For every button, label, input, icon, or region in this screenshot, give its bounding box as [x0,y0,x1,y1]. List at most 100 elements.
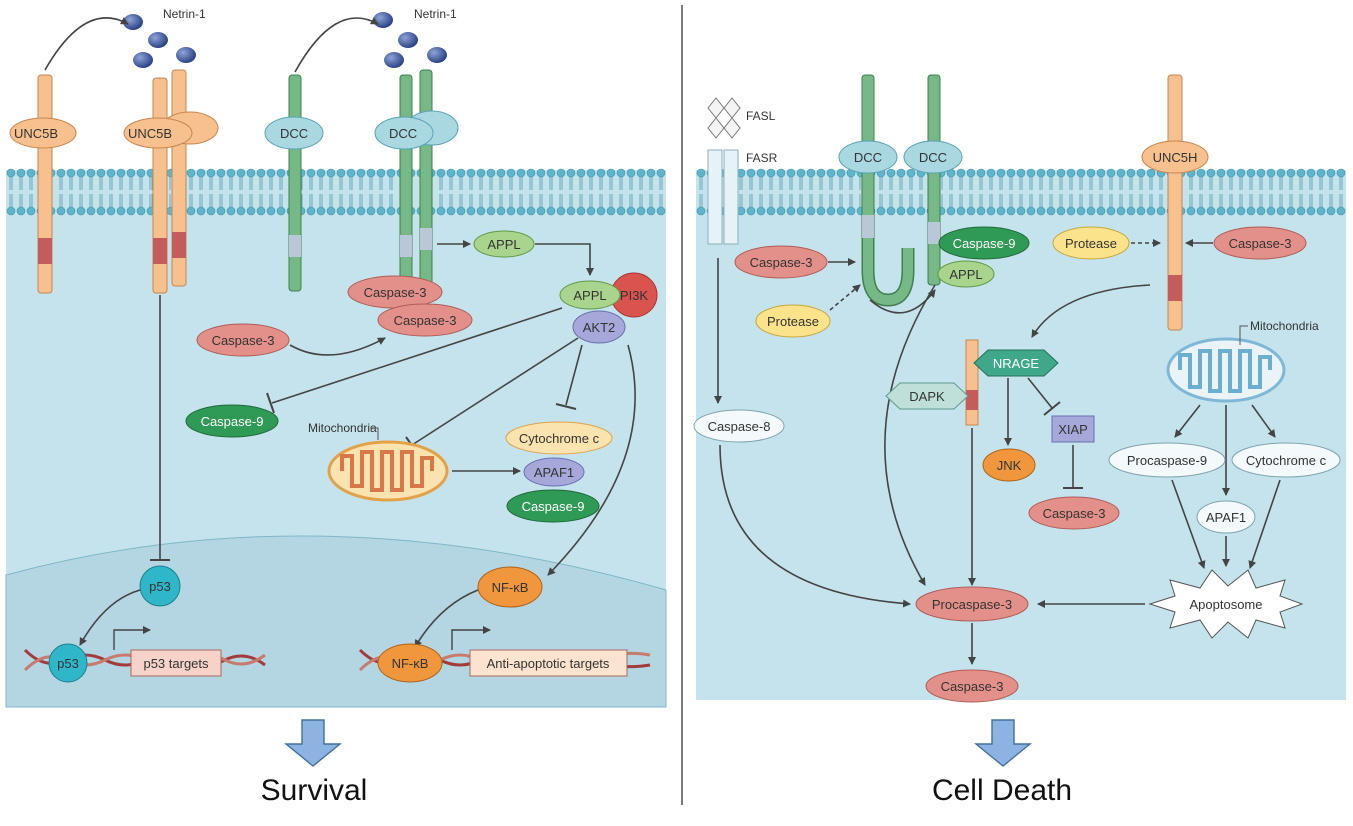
unc5h-to-nrage-arrow [1031,284,1151,338]
fasr-receptor [707,149,723,245]
protease-right [1052,226,1130,260]
p53-label: p53 [149,579,171,594]
mito-to-cytc-arrow [1251,404,1276,438]
caspase9-complex [506,489,600,523]
xiap-node [1051,415,1095,443]
cytochrome-c-label: Cytochrome c [519,431,600,446]
protease-left-label: Protease [767,314,819,329]
appl-top-label: APPL [487,237,520,252]
unc5b-label-a: UNC5B [14,126,58,141]
caspase9-free-label: Caspase-9 [201,414,264,429]
appl-right [937,260,995,288]
mitochondria-right-cristae [1178,349,1272,393]
unc5b-receptor-dimer [123,69,219,294]
fasr-label: FASR [746,151,778,165]
dapk-label: DAPK [909,389,945,404]
caspase3-right [1213,226,1307,260]
left-panel: Netrin-1 Netrin-1 UNC5B UNC5B DCC [5,7,667,708]
caspase3-free [196,323,290,357]
dcc-label-a: DCC [280,126,308,141]
netrin-label-2: Netrin-1 [414,7,457,21]
dcc-loop-arrow [869,289,936,314]
cytochrome-c-node [505,421,613,455]
pi3k-label: PI3K [620,288,649,303]
p53-targets-box [130,649,222,677]
right-membrane [696,168,1346,216]
caspase3-final-label: Caspase-3 [941,679,1004,694]
cytochrome-c-right-label: Cytochrome c [1246,453,1327,468]
akt2-to-nfkb-arrow [547,344,636,576]
caspase3-xiap [1028,496,1120,530]
apoptosome-node [1148,569,1304,639]
p53-transcription-arrow [113,626,151,650]
inhibit-bar-xiap [1043,401,1061,416]
caspase9-complex-label: Caspase-9 [522,499,585,514]
nfkb-dna-node [377,643,443,683]
appl-inhibits-caspase9 [271,307,563,404]
nfkb-to-dna-arrow [414,589,479,648]
dcc-hairpin-receptor [838,74,915,307]
procasp9-to-apoptosome [1171,479,1206,569]
procaspase3-node [915,586,1029,622]
antiapoptotic-box [469,649,628,677]
caspase3-right-left-label: Caspase-3 [750,255,813,270]
survival-caption: Survival [261,774,368,807]
caspase3-recruit-arrow [289,337,386,356]
nfkb-transcription-arrow [451,626,491,650]
appl-down-arrow [535,243,594,276]
akt2-inhibits-mito [411,337,579,446]
cell-death-down-arrow-icon [974,719,1032,767]
akt2-node [572,310,626,344]
mitochondria-right-label: Mitochondria [1250,319,1319,333]
apoptosome-label: Apoptosome [1190,597,1263,612]
caspase3-right-label: Caspase-3 [1229,236,1292,251]
inhibit-bar-caspase9 [266,392,275,414]
mitochondria-label: Mitochondria [308,421,377,435]
xiap-label: XIAP [1058,422,1088,437]
appl-node [559,280,621,310]
dcc-label-right-a: DCC [854,150,882,165]
cytc-to-apoptosome [1248,479,1281,569]
caspase3-bound-1-label: Caspase-3 [364,285,427,300]
dcc-label-right-b: DCC [919,150,947,165]
appl-top-node [473,230,535,258]
inhibit-bar-cytc [555,403,577,410]
nfkb-node [477,566,543,608]
nfkb-dna-label: NF-κB [392,656,429,671]
caspase8-node [693,409,785,443]
antiapoptotic-label: Anti-apoptotic targets [487,656,610,671]
nrage-inhibits-xiap [1027,377,1053,409]
caspase3-bound-2-label: Caspase-3 [394,313,457,328]
appl-right-label: APPL [949,267,982,282]
jnk-node [982,448,1036,482]
fasl-ligand-icon [707,97,741,139]
caspase3-bound-2 [377,303,473,337]
akt2-label: AKT2 [583,320,616,335]
jnk-label: JNK [997,458,1022,473]
caspase3-final-node [925,669,1019,703]
fasr-receptor-2 [723,149,739,245]
left-membrane [6,168,666,216]
netrin-label-1: Netrin-1 [163,7,206,21]
apaf1-label: APAF1 [534,465,574,480]
dcc-receptor-right [903,74,963,286]
cytochrome-c-right-node [1231,442,1341,478]
procaspase3-label: Procaspase-3 [932,597,1012,612]
mito-label-leader [370,427,379,440]
apaf1-right-node [1196,500,1256,534]
netrin-binding-arrow-1 [44,17,129,71]
survival-down-arrow-icon [284,719,342,767]
casp8-to-procasp3-arrow [719,444,911,608]
unc5b-receptor-monomer [9,74,77,294]
caspase9-right-label: Caspase-9 [953,236,1016,251]
dcc-to-procasp3-arrow [884,284,936,586]
protease-right-label: Protease [1065,236,1117,251]
protease-left [755,304,831,338]
akt2-inhibits-cytc [565,344,583,406]
dapk-node [885,382,969,410]
unc5h-label: UNC5H [1153,150,1198,165]
caspase3-right-left [734,245,828,279]
dcc-label-b: DCC [389,126,417,141]
mitochondria-right-icon [1166,337,1286,403]
p53-to-dna-arrow [79,589,141,646]
